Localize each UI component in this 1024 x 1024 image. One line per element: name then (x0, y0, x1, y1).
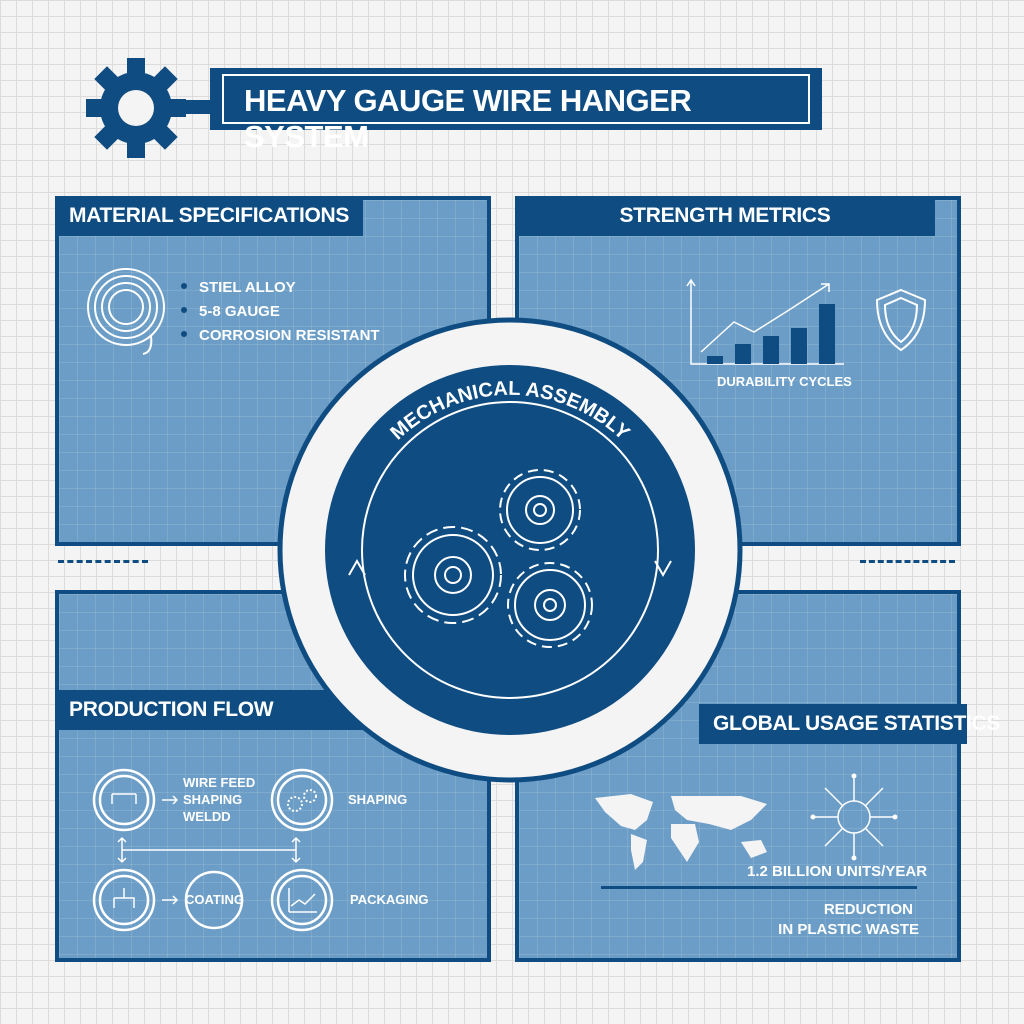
page-title: HEAVY GAUGE WIRE HANGER SYSTEM (244, 83, 692, 154)
gear-icon (86, 58, 186, 158)
panel-title: MATERIAL SPECIFICATIONS (55, 196, 364, 236)
usage-stat: 1.2 BILLION UNITS/YEAR (747, 863, 928, 880)
dashed-connector (860, 560, 955, 563)
divider (601, 886, 917, 889)
panel-title: GLOBAL USAGE STATISTICS (699, 704, 1000, 744)
flow-step-label: WIRE FEED (183, 775, 256, 790)
note-line: REDUCTION (823, 901, 913, 918)
world-map-icon (595, 794, 767, 870)
globe-network-icon (810, 773, 898, 861)
flow-step-1: WIRE FEED SHAPING WELDD (183, 774, 255, 825)
shield-icon (875, 288, 927, 352)
panel-title: PRODUCTION FLOW (55, 690, 383, 730)
global-panel: GLOBAL USAGE STATISTICS 1.2 BILLION UNIT… (515, 590, 1000, 962)
spec-item: CORROSION RESISTANT (181, 324, 380, 348)
chart-label: DURABILITY CYCLES (717, 374, 852, 389)
production-flow-diagram (92, 768, 334, 932)
spec-item: 5-8 GAUGE (181, 300, 380, 324)
durability-chart-icon (686, 278, 844, 365)
flow-step-3: COATING (185, 892, 244, 907)
plastic-waste-note: REDUCTION IN PLASTIC WASTE (749, 900, 919, 939)
center-title-arc: MECHANICAL ASSEMBLY (386, 378, 634, 445)
mechanical-assembly-hub (277, 317, 743, 783)
header-connector (178, 100, 218, 114)
flow-step-4: PACKAGING (350, 892, 429, 907)
flow-step-label: WELDD (183, 809, 231, 824)
wire-coil-icon (87, 268, 165, 355)
strength-panel: STRENGTH METRICS DURABILITY CYCLES (515, 196, 961, 546)
dashed-connector (58, 560, 148, 563)
note-line: IN PLASTIC WASTE (778, 920, 919, 938)
center-title: MECHANICAL ASSEMBLY (386, 378, 634, 445)
header-banner: HEAVY GAUGE WIRE HANGER SYSTEM (210, 68, 822, 154)
svg-text:MECHANICAL ASSEMBLY: MECHANICAL ASSEMBLY (386, 378, 634, 445)
spec-item: STIEL ALLOY (181, 276, 380, 300)
flow-step-label: SHAPING (183, 792, 243, 807)
gears-icon (404, 469, 593, 648)
flow-step-2: SHAPING (348, 792, 408, 807)
panel-title: STRENGTH METRICS (515, 196, 935, 236)
